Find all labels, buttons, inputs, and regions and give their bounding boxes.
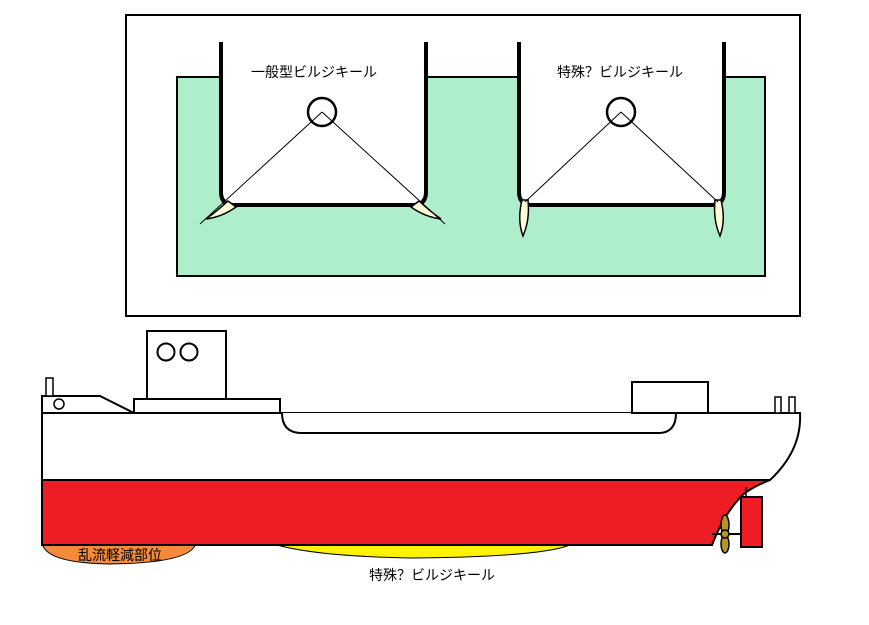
right-bilge-keel-special	[713, 199, 724, 238]
stern-deckhouse	[631, 381, 709, 414]
guide-line-left-standard	[199, 111, 323, 225]
bow-porthole	[53, 398, 65, 410]
bridge-house	[146, 330, 227, 400]
bow-mast	[45, 377, 54, 397]
propeller-hub	[720, 529, 730, 539]
bridge-window-2	[179, 342, 199, 362]
center-circle-standard	[306, 96, 338, 128]
ship-side-view: 乱流軽減部位 特殊？ビルジキール	[41, 330, 802, 584]
hull-section-special	[517, 42, 726, 207]
guide-line-right-special	[620, 111, 719, 203]
guide-line-right-standard	[321, 111, 446, 225]
cross-section-panel: 一般型ビルジキール 特殊？ビルジキール	[125, 14, 801, 317]
stern-mast-2	[788, 396, 796, 414]
center-circle-special	[605, 96, 637, 128]
label-standard-bilge-keel: 一般型ビルジキール	[251, 65, 377, 81]
bridge-window-1	[156, 342, 176, 362]
label-special-bilge-keel-top: 特殊？ビルジキール	[557, 65, 683, 81]
label-special-bilge-keel-bottom: 特殊？ビルジキール	[369, 568, 495, 584]
stern-mast-1	[774, 396, 782, 414]
hull-section-standard	[219, 42, 428, 207]
standard-bilge-keel-section: 一般型ビルジキール	[199, 42, 446, 225]
special-bilge-keel-section: 特殊？ビルジキール	[517, 42, 726, 238]
bridge-deck	[133, 398, 281, 414]
label-turbulence-reduction: 乱流軽減部位	[78, 547, 162, 564]
hull-lower-red	[41, 479, 771, 546]
rudder	[740, 496, 763, 548]
cargo-well	[281, 412, 677, 434]
turbulence-reduction-zone	[41, 540, 197, 565]
left-bilge-keel-special	[519, 199, 530, 238]
guide-line-left-special	[524, 111, 622, 203]
